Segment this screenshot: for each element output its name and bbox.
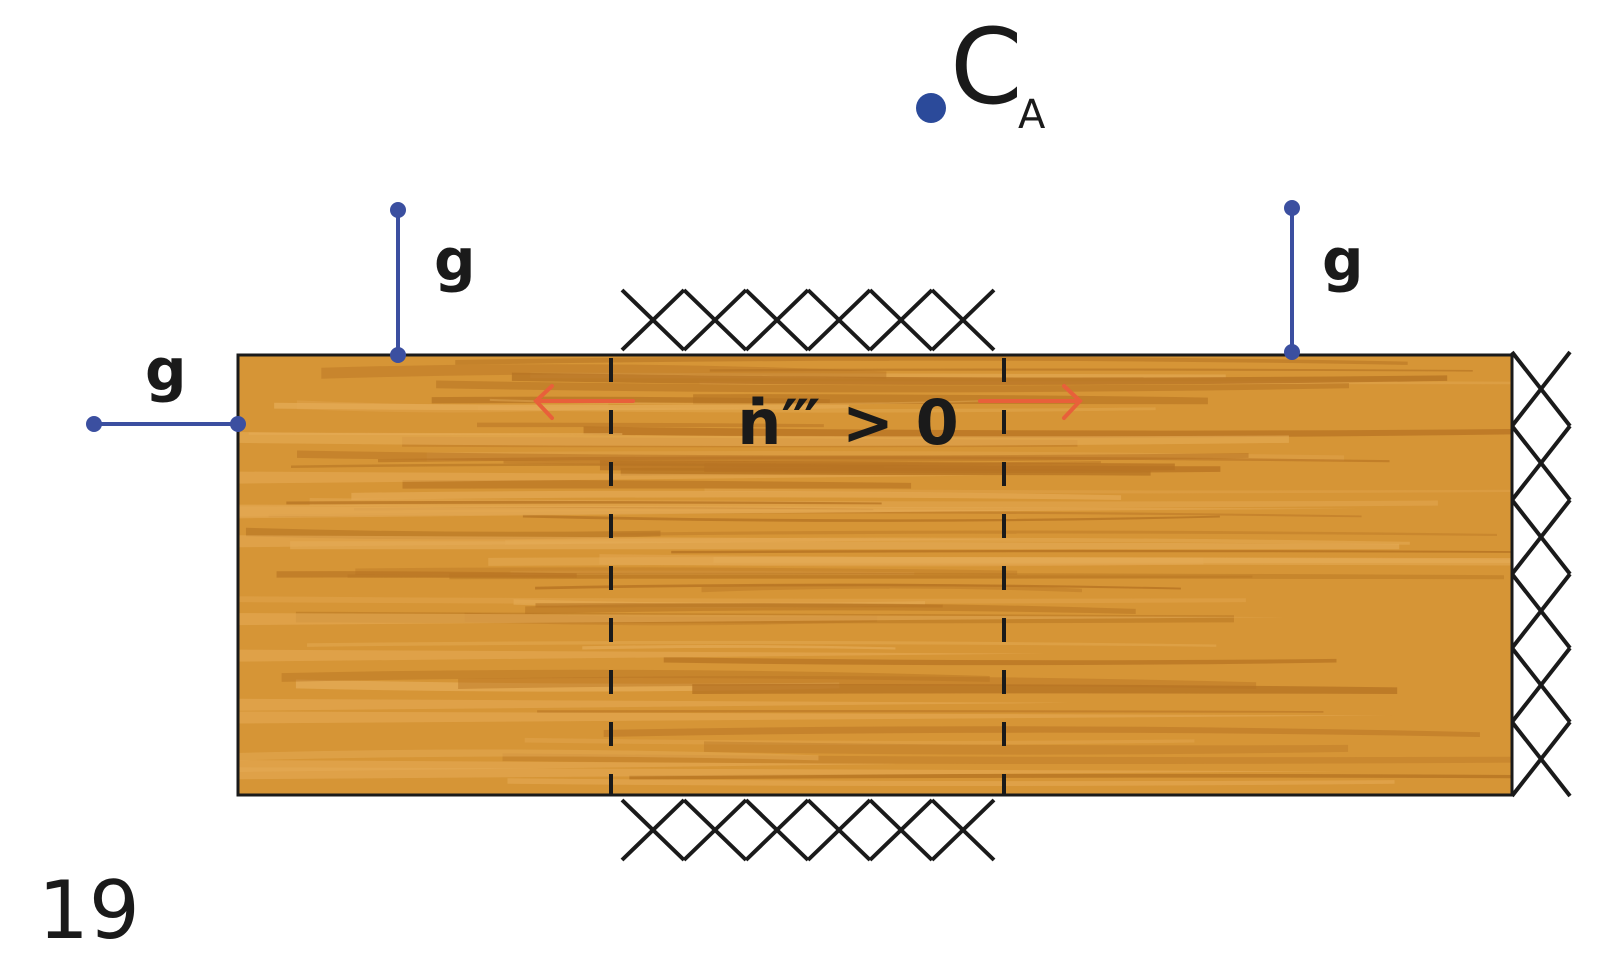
- wood-grain-streak: [351, 490, 1122, 500]
- hatch-stroke: [1510, 646, 1572, 724]
- wood-grain-streak: [522, 514, 1220, 522]
- wood-grain-streak: [296, 400, 609, 413]
- hatch-stroke: [1510, 572, 1572, 650]
- wood-grain-streak: [238, 759, 901, 772]
- insulation-hatch-bottom: [620, 798, 996, 862]
- generator-label: g: [434, 226, 476, 294]
- wood-grain-streak: [489, 398, 1005, 406]
- wood-grain-streak: [671, 549, 1512, 554]
- hatch-stroke: [744, 798, 810, 862]
- wood-grain-streak: [307, 640, 1217, 647]
- wood-grain-streak: [537, 710, 1324, 713]
- hatch-stroke: [744, 288, 810, 352]
- hatch-stroke: [868, 288, 934, 352]
- hatch-stroke: [806, 798, 872, 862]
- wood-grain: [238, 356, 1512, 787]
- wood-grain-streak: [704, 463, 1221, 474]
- wood-grain-streak: [535, 583, 1181, 590]
- wood-grain-streak: [709, 368, 1473, 372]
- hatch-stroke: [620, 288, 686, 352]
- generator-left-side: g: [86, 336, 246, 432]
- wood-grain-streak: [436, 380, 1349, 393]
- wood-grain-streak: [238, 535, 1025, 548]
- wood-grain-streak: [238, 596, 1246, 604]
- wood-grain-streak: [449, 572, 1505, 580]
- wood-grain-streak: [238, 613, 1286, 626]
- wood-grain-streak: [629, 773, 1512, 780]
- wood-grain-streak: [238, 698, 1071, 711]
- wood-grain-streak: [703, 741, 1349, 755]
- hatch-stroke: [682, 798, 748, 862]
- wood-grain-streak: [238, 711, 1393, 724]
- hatch-stroke: [1510, 720, 1572, 798]
- wood-grain-streak: [402, 479, 912, 489]
- wood-grain-streak: [701, 583, 1082, 593]
- point-marker: [916, 93, 946, 123]
- generator-top-left: g: [390, 202, 476, 363]
- hatch-stroke: [930, 798, 996, 862]
- wood-bar: [236, 353, 1514, 797]
- region-label: ṅ‴ > 0: [737, 386, 958, 459]
- wood-grain-streak: [477, 422, 824, 428]
- hatch-stroke: [682, 288, 748, 352]
- wood-grain-streak: [511, 372, 1448, 385]
- wood-grain-streak: [692, 683, 1398, 694]
- wood-grain-streak: [274, 402, 849, 411]
- wood-grain-streak: [478, 406, 1156, 413]
- wood-grain-streak: [455, 356, 1408, 365]
- arrow-left: [533, 384, 635, 420]
- wood-grain-streak: [535, 603, 943, 608]
- arrow-right: [978, 384, 1083, 420]
- wood-grain-streak: [704, 488, 1512, 494]
- wood-grain-streak: [276, 571, 577, 578]
- wood-grain-streak: [286, 500, 882, 505]
- point-label: C: [950, 6, 1023, 128]
- wood-grain-streak: [524, 737, 1195, 746]
- wood-grain-streak: [238, 506, 1058, 519]
- wood-grain-streak: [663, 657, 1337, 666]
- wood-grain-streak: [239, 749, 819, 761]
- hatch-stroke: [1510, 424, 1572, 502]
- generator-top-right: g: [1284, 200, 1364, 360]
- wood-grain-streak: [238, 767, 1347, 780]
- wood-grain-streak: [488, 556, 1512, 566]
- hatch-stroke: [806, 288, 872, 352]
- insulation-hatch-right: [1510, 350, 1572, 798]
- wood-grain-streak: [297, 450, 1249, 462]
- wood-grain-streak: [507, 778, 1395, 787]
- generator-label: g: [1322, 226, 1364, 294]
- point-label-subscript: A: [1018, 92, 1046, 138]
- wood-grain-streak: [238, 431, 1289, 446]
- wood-grain-streak: [238, 649, 1048, 662]
- point-ca: C A: [916, 6, 1046, 138]
- page-number: 19: [38, 864, 140, 957]
- wood-grain-streak: [583, 426, 1512, 438]
- wood-grain-streak: [321, 364, 887, 379]
- generator-label: g: [145, 336, 187, 404]
- hatch-stroke: [868, 798, 934, 862]
- wood-grain-streak: [603, 726, 1480, 737]
- hatch-stroke: [1510, 498, 1572, 576]
- hatch-stroke: [620, 798, 686, 862]
- wood-grain-streak: [582, 644, 896, 650]
- hatch-stroke: [1510, 350, 1572, 428]
- hatch-stroke: [930, 288, 996, 352]
- wood-grain-streak: [609, 530, 1497, 536]
- insulation-hatch-top: [620, 288, 996, 352]
- wood-grain-streak: [281, 669, 990, 682]
